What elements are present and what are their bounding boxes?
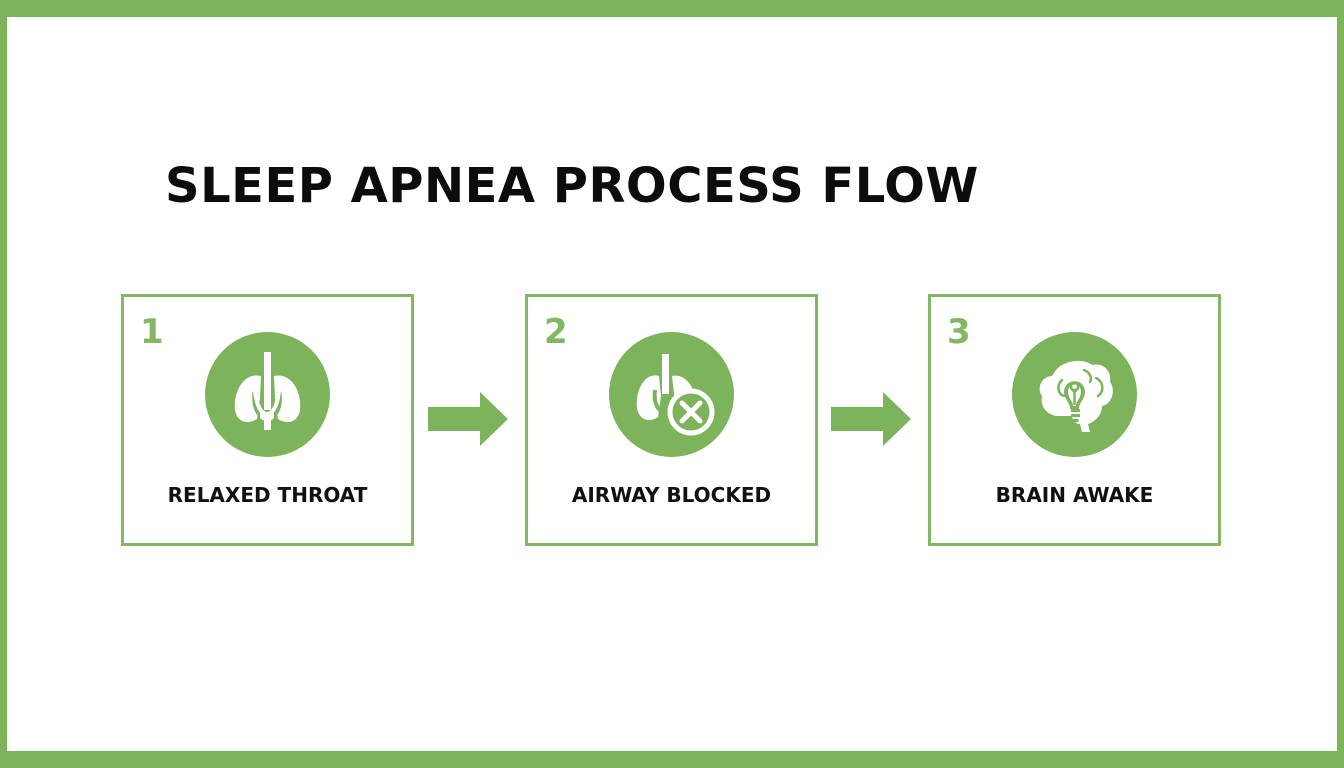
step-label: BRAIN AWAKE xyxy=(995,483,1154,507)
step-3-box: 3 BRAIN AWAKE xyxy=(928,294,1221,546)
brain-lightbulb-icon xyxy=(1012,332,1137,457)
blocked-airway-icon xyxy=(609,332,734,457)
step-1-box: 1 RELAXED THROAT xyxy=(121,294,414,546)
step-label: RELAXED THROAT xyxy=(167,483,368,507)
step-label: AIRWAY BLOCKED xyxy=(571,483,772,507)
arrow-right-icon xyxy=(831,392,911,446)
step-number: 3 xyxy=(947,312,971,352)
step-number: 1 xyxy=(140,312,164,352)
diagram-title: SLEEP APNEA PROCESS FLOW xyxy=(165,158,979,214)
arrow-right-icon xyxy=(428,392,508,446)
step-number: 2 xyxy=(544,312,568,352)
step-2-box: 2 AIRWAY BLOCKED xyxy=(525,294,818,546)
throat-lungs-icon xyxy=(205,332,330,457)
